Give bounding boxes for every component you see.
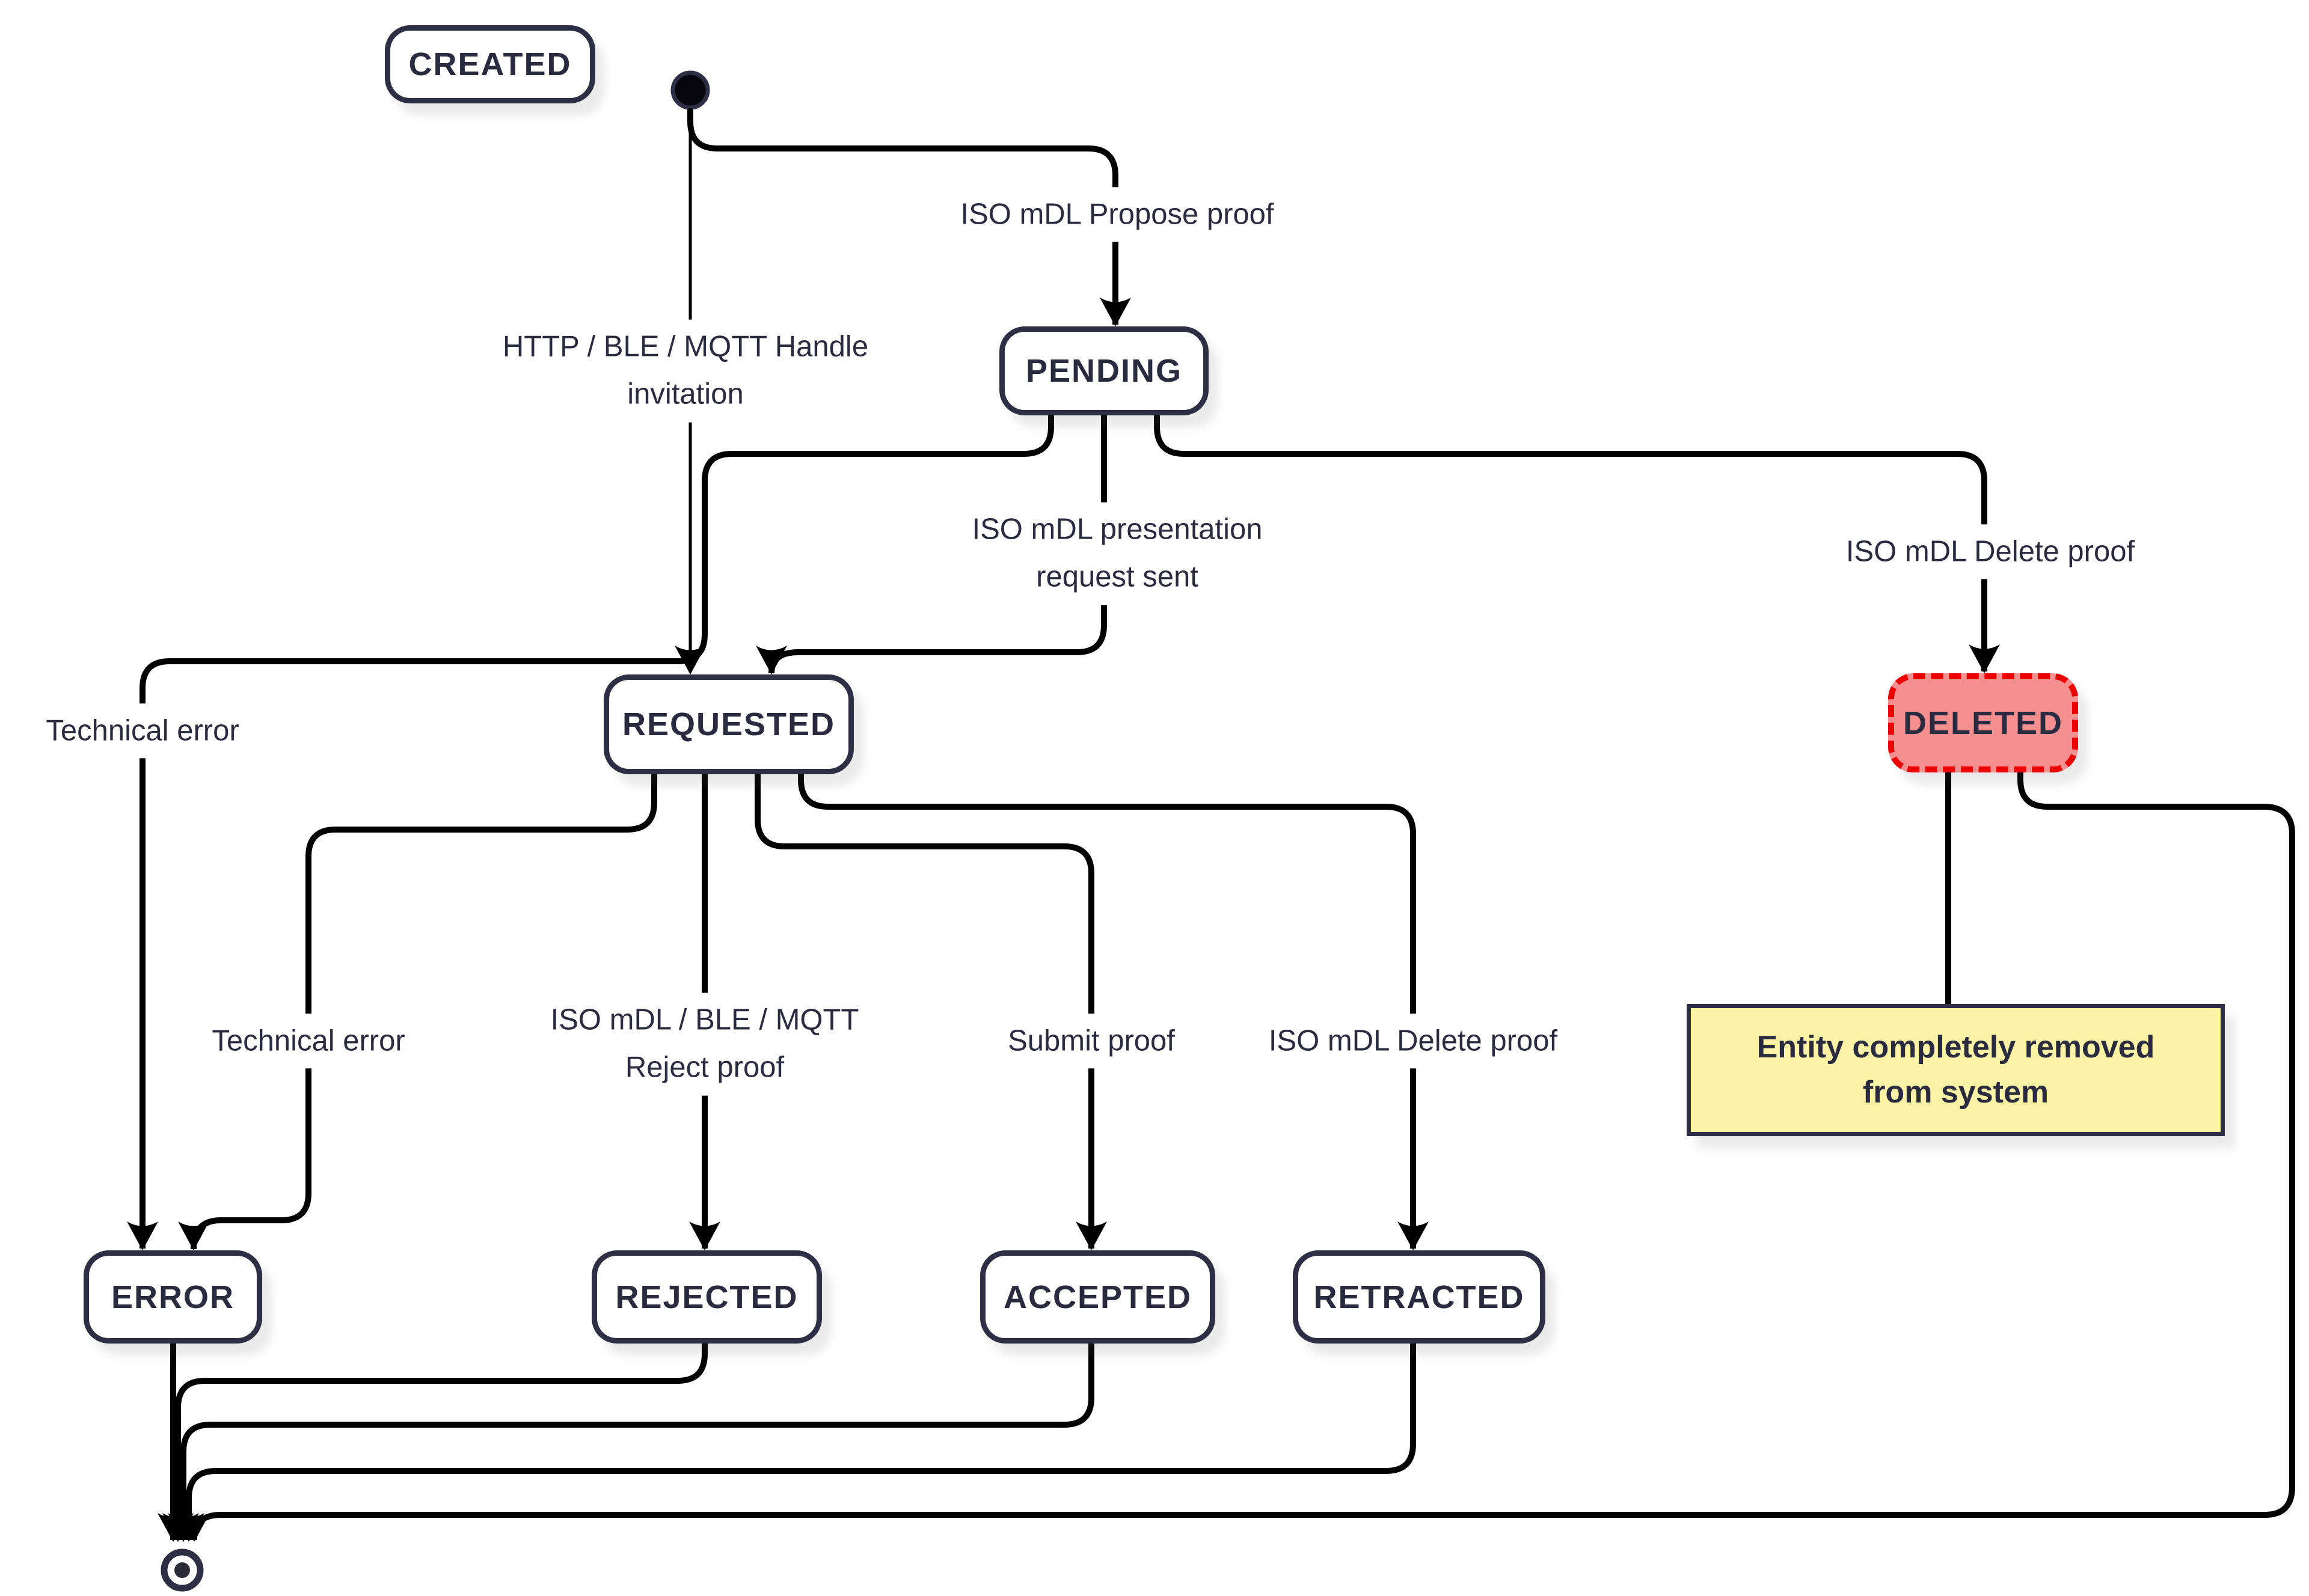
edge-label-line: Reject proof [625, 1051, 785, 1084]
edge-initial-to-pending [687, 109, 1118, 325]
edge-retracted-to-final [186, 1344, 1416, 1540]
arrowhead [756, 646, 787, 674]
initial-state-dot [670, 70, 710, 110]
state-accepted: ACCEPTED [980, 1250, 1215, 1344]
edge-label-propose-proof: ISO mDL Propose proof [949, 187, 1285, 242]
state-deleted: DELETED [1888, 673, 2078, 772]
edge-label-line: request sent [1036, 561, 1198, 593]
state-retracted: RETRACTED [1293, 1250, 1545, 1344]
edge-label-reject-proof: ISO mDL / BLE / MQTT Reject proof [539, 992, 870, 1096]
edge-label-line: ISO mDL / BLE / MQTT [550, 1003, 859, 1036]
note-line: Entity completely removed [1756, 1029, 2155, 1065]
edge-accepted-to-final [180, 1344, 1094, 1540]
edge-label-presentation-request: ISO mDL presentation request sent [961, 502, 1274, 605]
edge-rejected-to-final [175, 1344, 708, 1540]
edge-label-line: invitation [627, 378, 744, 411]
edge-label-submit-proof: Submit proof [997, 1014, 1186, 1069]
note-entity-removed: Entity completely removed from system [1687, 1004, 2225, 1136]
state-created: CREATED [385, 25, 595, 103]
edge-deleted-to-final [191, 772, 2295, 1540]
final-state-inner-dot [174, 1562, 190, 1578]
edge-label-line: HTTP / BLE / MQTT Handle [502, 330, 869, 363]
edge-pending-to-deleted [1154, 415, 1987, 671]
state-error: ERROR [84, 1250, 262, 1344]
edge-label-delete-proof-pending: ISO mDL Delete proof [1835, 524, 2146, 579]
state-rejected: REJECTED [592, 1250, 822, 1344]
edge-label-technical-error-requested: Technical error [201, 1014, 416, 1069]
edge-label-technical-error-pending: Technical error [35, 703, 250, 759]
note-line: from system [1862, 1075, 2049, 1110]
edge-label-line: ISO mDL presentation [972, 513, 1263, 546]
state-pending: PENDING [999, 326, 1209, 415]
edge-label-delete-proof-requested: ISO mDL Delete proof [1257, 1014, 1569, 1069]
state-requested: REQUESTED [604, 674, 854, 774]
edge-requested-to-accepted [755, 774, 1094, 1249]
edge-pending-to-error [140, 415, 1054, 1249]
edge-requested-to-retracted [798, 774, 1416, 1249]
arrowhead [178, 1221, 209, 1250]
edge-label-handle-invitation: HTTP / BLE / MQTT Handle invitation [491, 319, 880, 423]
